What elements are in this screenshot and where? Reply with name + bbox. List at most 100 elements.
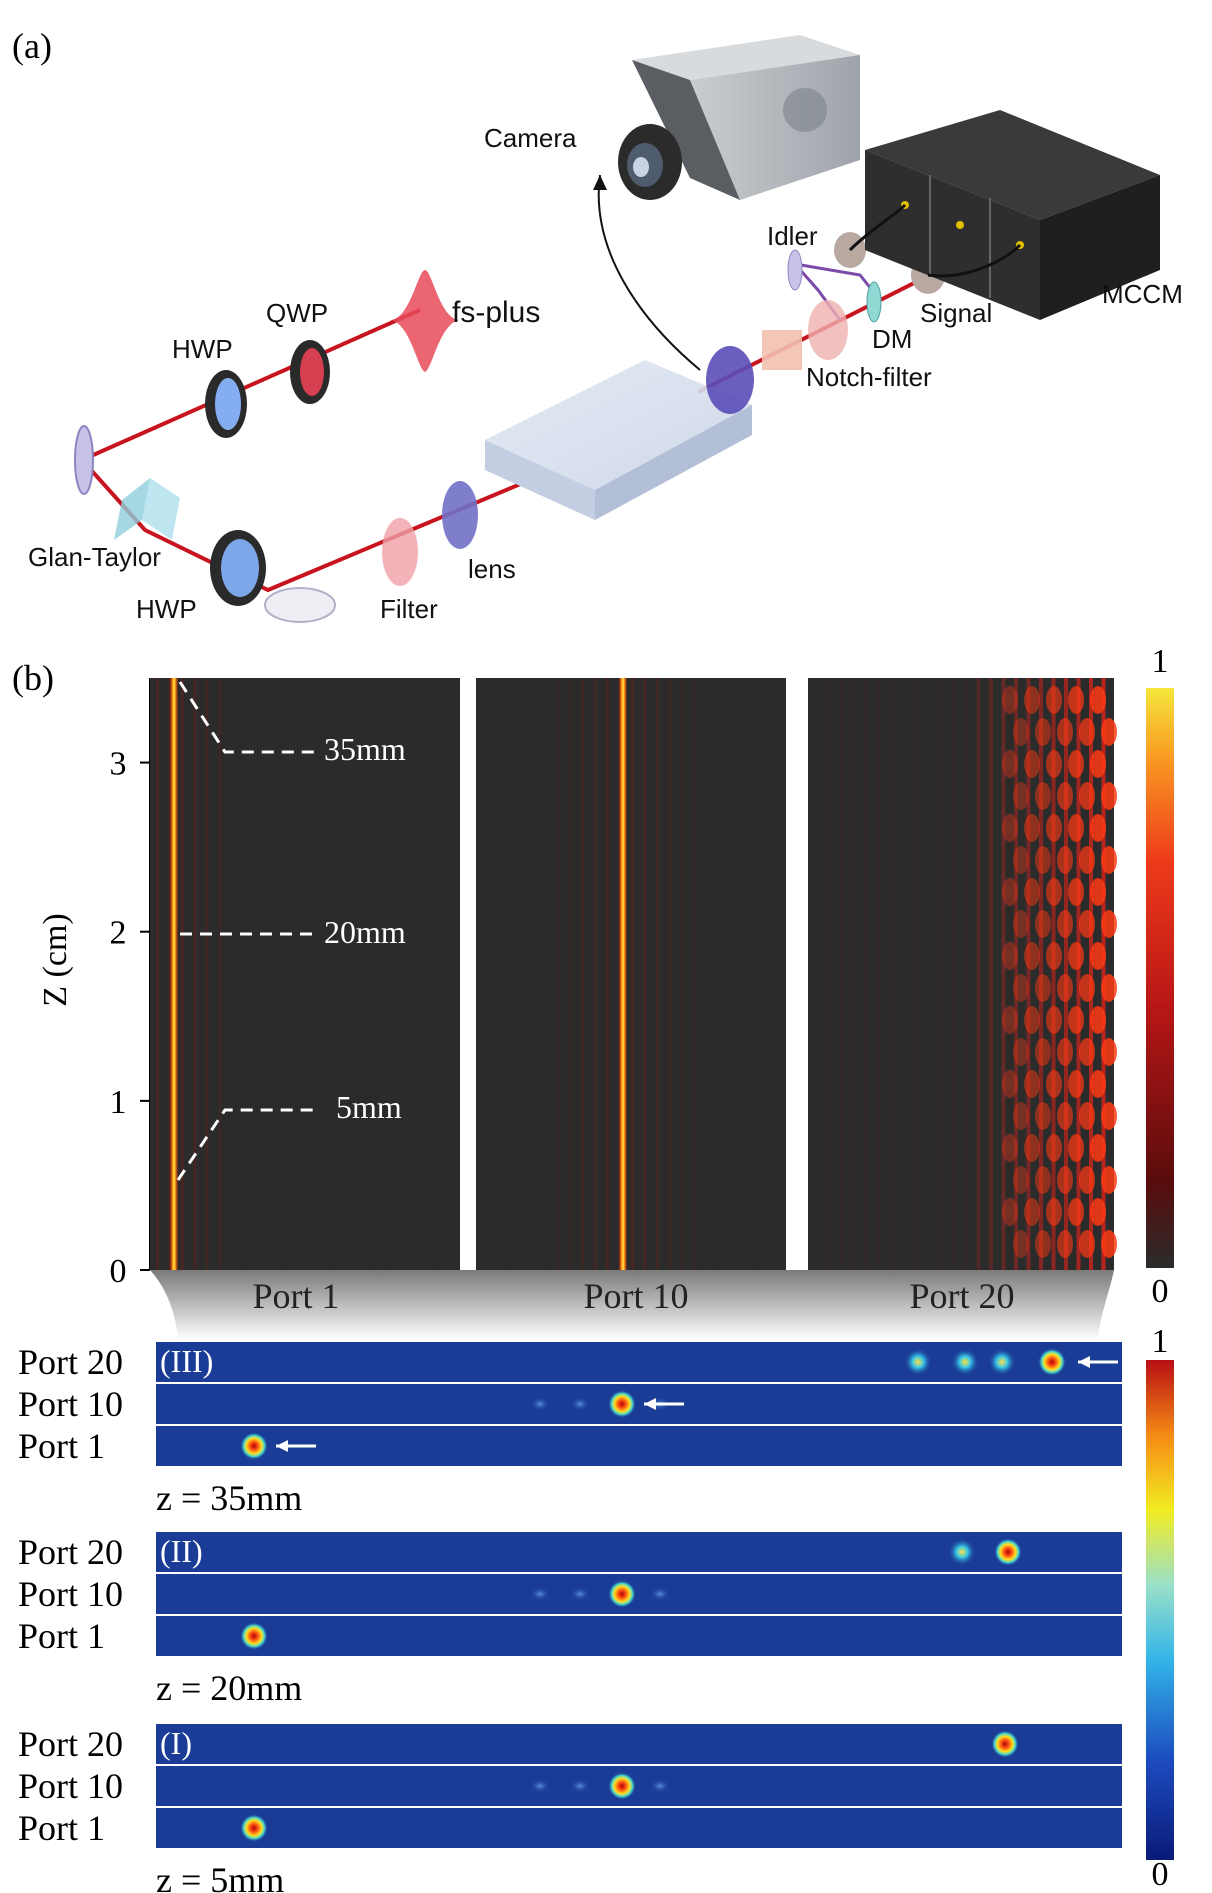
colorbar-top-min: 0 bbox=[1152, 1273, 1169, 1310]
waveguide-stripe bbox=[1064, 678, 1068, 1270]
oscillation-spot bbox=[1057, 718, 1073, 746]
waveguide-stripe bbox=[668, 678, 672, 1270]
oscillation-spot bbox=[1057, 782, 1073, 810]
waveguide-stripe bbox=[593, 678, 597, 1270]
label-glan-taylor: Glan-Taylor bbox=[28, 542, 161, 572]
camera-device bbox=[618, 35, 860, 200]
waveguide-stripe bbox=[1014, 678, 1018, 1270]
hwp-bottom-optic bbox=[210, 530, 266, 606]
oscillation-spot bbox=[1013, 718, 1029, 746]
z-tick-label: 0 bbox=[110, 1253, 127, 1290]
oscillation-spot bbox=[1090, 1006, 1106, 1034]
waveguide-stripe bbox=[230, 678, 234, 1270]
mccm-device bbox=[848, 110, 1160, 320]
waveguide-stripe bbox=[367, 678, 371, 1270]
oscillation-spot bbox=[1024, 686, 1040, 714]
waveguide-stripe bbox=[292, 678, 296, 1270]
z-axis-label: Z (cm) bbox=[37, 913, 74, 1006]
oscillation-spot bbox=[1068, 942, 1084, 970]
waveguide-stripe bbox=[717, 678, 721, 1270]
oscillation-spot bbox=[1068, 750, 1084, 778]
oscillation-spot bbox=[1057, 1166, 1073, 1194]
dim-spot bbox=[570, 1397, 590, 1411]
waveguide-stripe bbox=[441, 678, 445, 1270]
heatmap-port-1 bbox=[150, 678, 460, 1270]
dim-spot bbox=[570, 1779, 590, 1793]
oscillation-spot bbox=[1079, 782, 1095, 810]
arrow-head-icon bbox=[644, 1398, 656, 1410]
marker-35mm: 35mm bbox=[324, 731, 406, 767]
port-label-1: Port 1 bbox=[252, 1276, 339, 1316]
crystal-slab bbox=[485, 360, 752, 520]
waveguide-stripe bbox=[989, 678, 993, 1270]
oscillation-spot bbox=[1079, 1166, 1095, 1194]
waveguide-stripe bbox=[544, 678, 548, 1270]
waveguide-stripe bbox=[939, 678, 943, 1270]
oscillation-spot bbox=[1002, 1198, 1018, 1226]
oscillation-spot bbox=[1090, 1134, 1106, 1162]
waveguide-stripe bbox=[964, 678, 968, 1270]
waveguide-stripe bbox=[680, 678, 684, 1270]
oscillation-spot bbox=[1090, 878, 1106, 906]
oscillation-spot bbox=[1101, 1230, 1117, 1258]
oscillation-spot bbox=[1046, 750, 1062, 778]
output-row-label: Port 1 bbox=[18, 1426, 105, 1466]
output-row bbox=[156, 1616, 1122, 1656]
waveguide-stripe bbox=[839, 678, 843, 1270]
oscillation-spot bbox=[1090, 1070, 1106, 1098]
oscillation-spot bbox=[1079, 974, 1095, 1002]
z-tick-label: 2 bbox=[110, 915, 127, 952]
notch-filter-optic bbox=[762, 300, 848, 370]
waveguide-stripe bbox=[280, 678, 284, 1270]
output-spot-port-20 bbox=[904, 1348, 932, 1376]
waveguide-stripe bbox=[180, 678, 184, 1270]
waveguide-stripe bbox=[416, 678, 420, 1270]
output-row bbox=[156, 1766, 1122, 1806]
oscillation-spot bbox=[1046, 942, 1062, 970]
label-fs-plus: fs-plus bbox=[452, 296, 540, 329]
oscillation-spot bbox=[1002, 1070, 1018, 1098]
oscillation-spot bbox=[1002, 1134, 1018, 1162]
oscillation-spot bbox=[1013, 974, 1029, 1002]
label-signal: Signal bbox=[920, 298, 992, 328]
oscillation-spot bbox=[1057, 1230, 1073, 1258]
output-row-label: Port 20 bbox=[18, 1532, 123, 1572]
oscillation-spot bbox=[1101, 846, 1117, 874]
oscillation-spot bbox=[1013, 1102, 1029, 1130]
output-panel-tag: (III) bbox=[160, 1343, 213, 1379]
waveguide-stripe bbox=[767, 678, 771, 1270]
dm-optic bbox=[866, 281, 882, 323]
dim-spot bbox=[530, 1587, 550, 1601]
label-qwp: QWP bbox=[266, 298, 328, 328]
waveguide-stripe bbox=[826, 678, 831, 1270]
oscillation-spot bbox=[1002, 942, 1018, 970]
colorbar-top-max: 1 bbox=[1152, 643, 1169, 680]
oscillation-spot bbox=[1101, 718, 1117, 746]
waveguide-stripe bbox=[581, 678, 585, 1270]
label-dm: DM bbox=[872, 324, 912, 354]
waveguide-stripe bbox=[814, 678, 818, 1270]
oscillation-spot bbox=[1013, 782, 1029, 810]
oscillation-spot bbox=[1057, 846, 1073, 874]
waveguide-stripe bbox=[730, 678, 734, 1270]
waveguide-stripe bbox=[519, 678, 523, 1270]
waveguide-stripe bbox=[482, 678, 485, 1270]
colorbar-top bbox=[1146, 688, 1174, 1268]
output-spot-port-20 bbox=[991, 1730, 1019, 1758]
oscillation-spot bbox=[1046, 814, 1062, 842]
waveguide-stripe bbox=[531, 678, 535, 1270]
oscillation-spot bbox=[1024, 1198, 1040, 1226]
waveguide-stripe bbox=[193, 678, 197, 1270]
oscillation-spot bbox=[1046, 878, 1062, 906]
arrow-head-icon bbox=[1078, 1356, 1090, 1368]
oscillation-spot bbox=[1002, 814, 1018, 842]
output-row bbox=[156, 1384, 1122, 1424]
output-spot-port-10 bbox=[608, 1390, 636, 1418]
waveguide-stripe bbox=[494, 678, 498, 1270]
oscillation-spot bbox=[1013, 846, 1029, 874]
collimating-lens bbox=[706, 346, 754, 414]
